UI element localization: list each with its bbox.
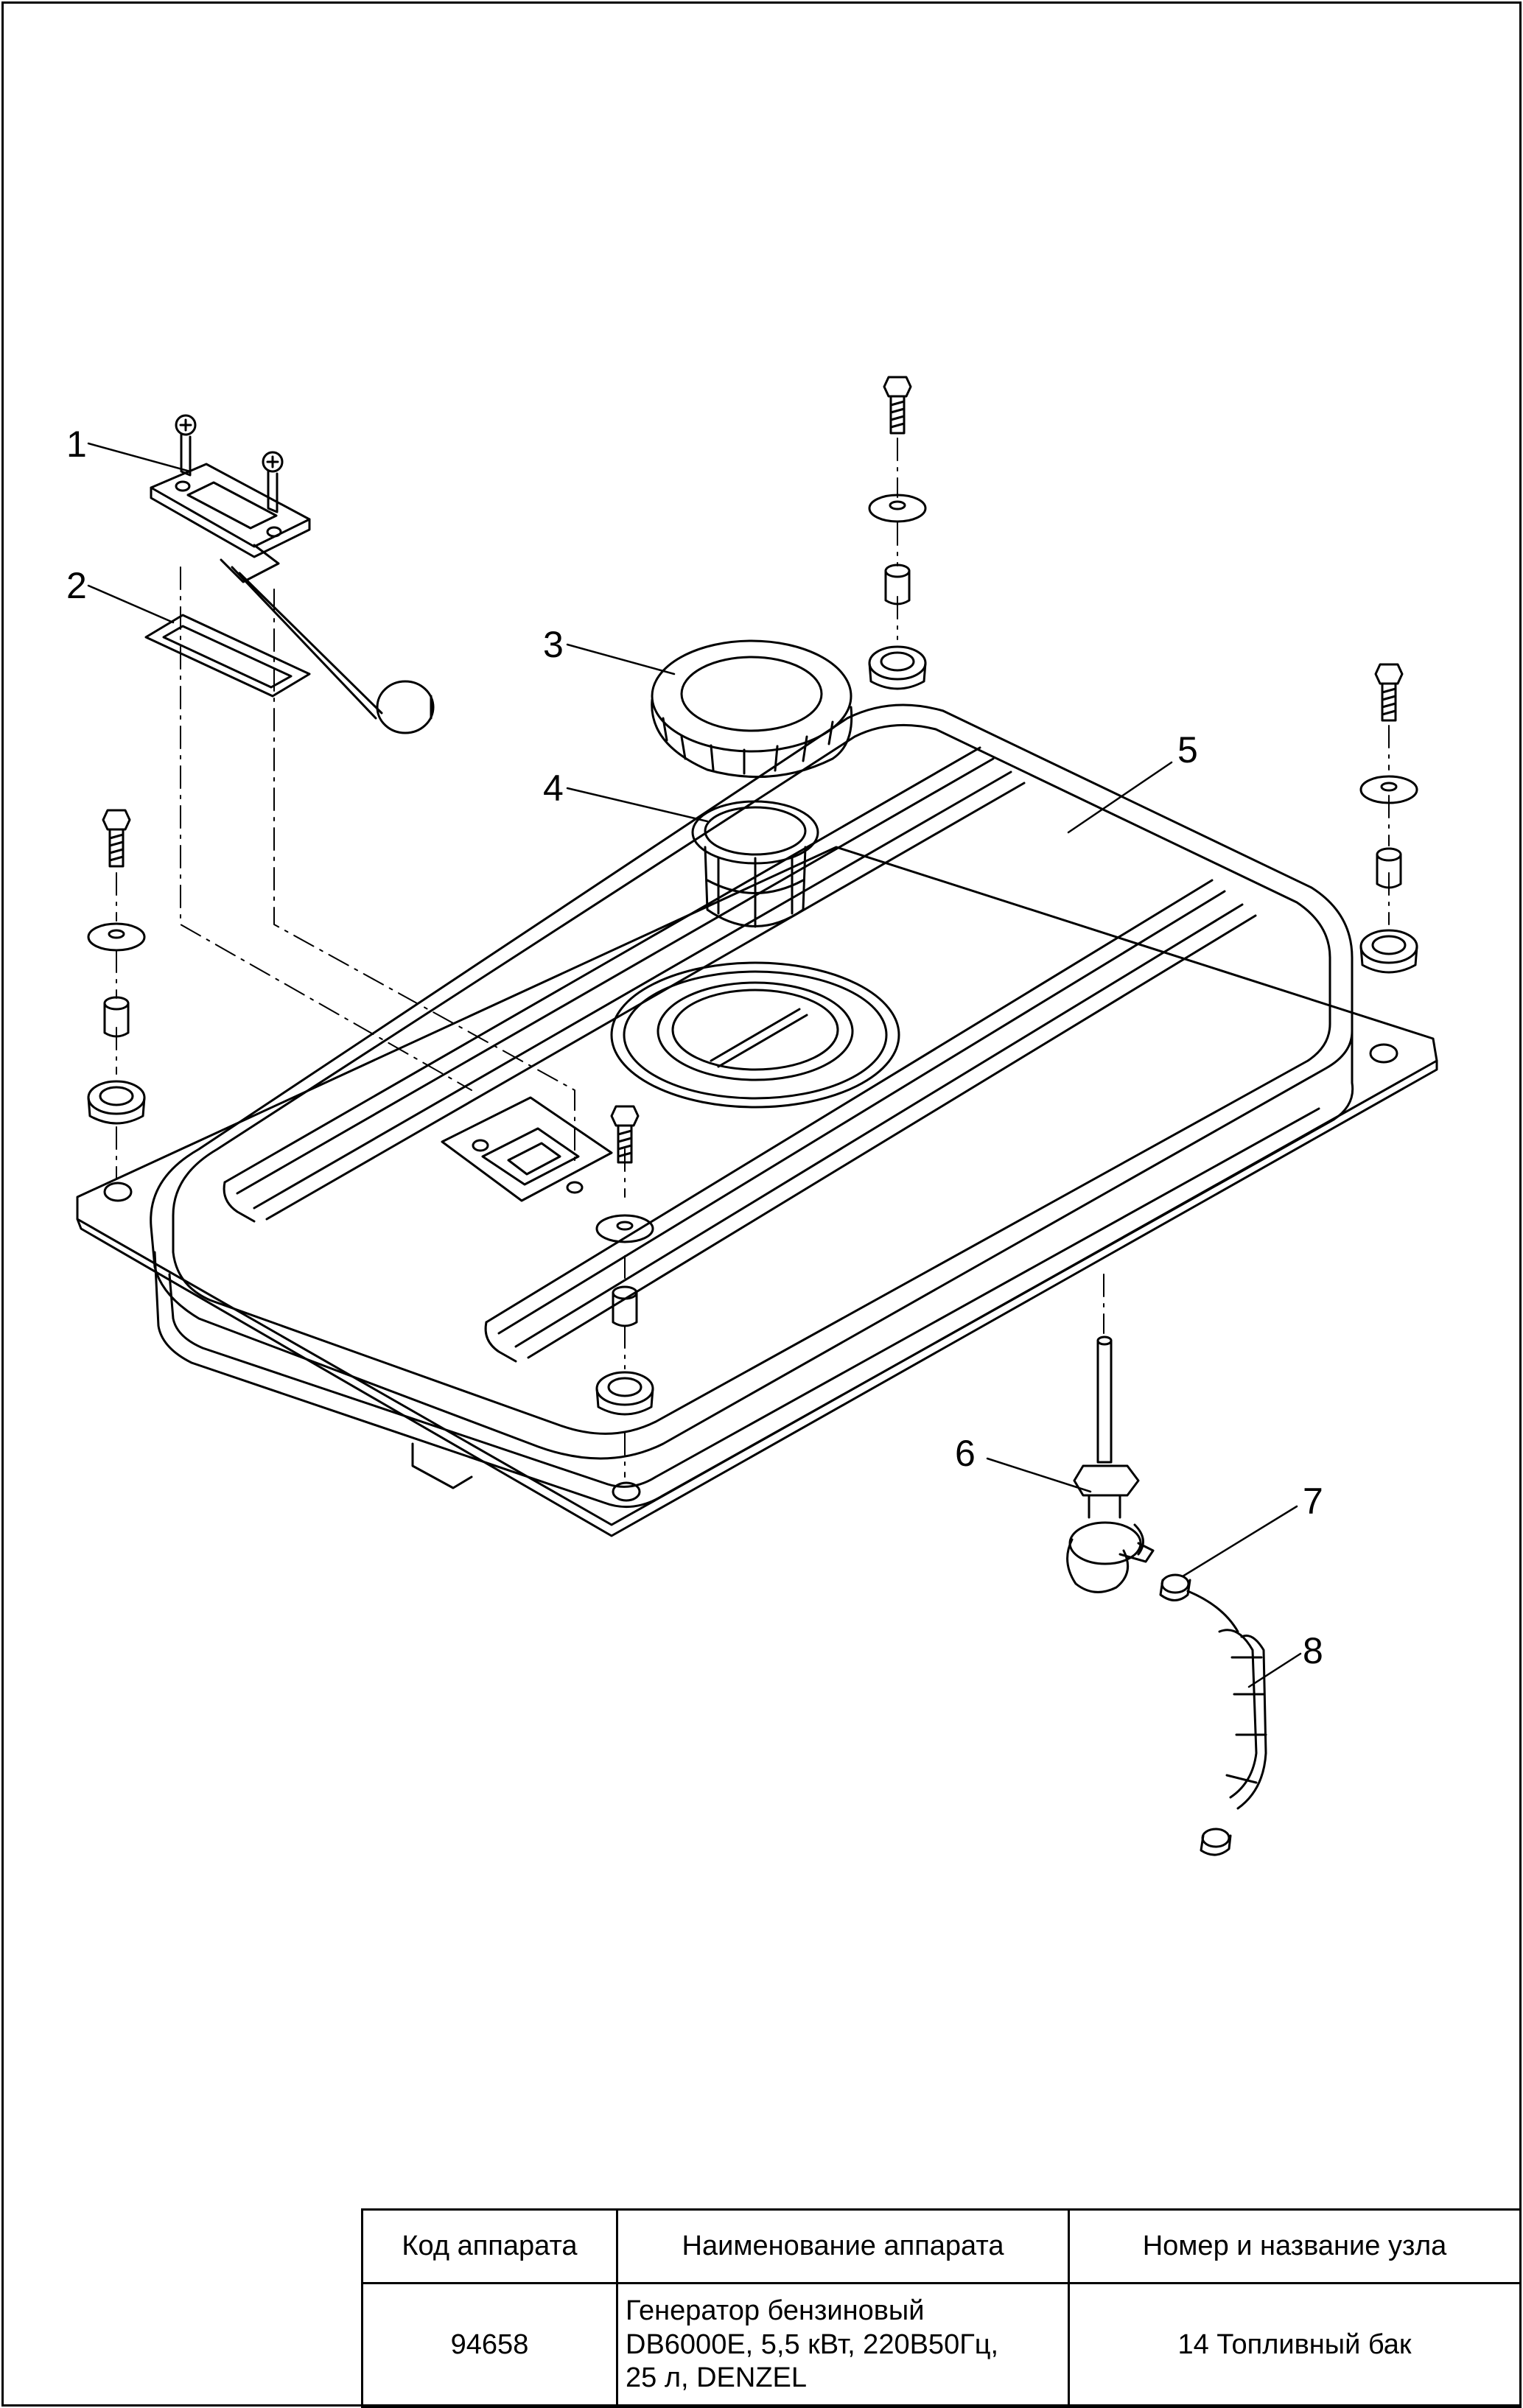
fuel-tank-exploded-view: 1 2 3 4 5 6 7 8: [66, 376, 1438, 1856]
value-code: 94658: [361, 2282, 618, 2408]
callout-4: 4: [543, 768, 564, 809]
value-unit: 14 Топливный бак: [1068, 2282, 1522, 2408]
filler-strainer: [691, 800, 819, 928]
tank-flange: [76, 846, 1438, 1537]
mount-hardware-right-front: [1359, 663, 1418, 974]
callout-labels: 1 2 3 4 5 6 7 8: [66, 424, 1323, 1671]
mount-hardware-right-rear: [868, 376, 927, 690]
mount-hardware-left: [87, 809, 146, 1125]
callout-5: 5: [1177, 729, 1198, 771]
assembly-centerlines: [116, 438, 1390, 1478]
callout-7: 7: [1303, 1481, 1323, 1522]
callout-2: 2: [66, 565, 87, 606]
fuel-gauge: [150, 414, 435, 734]
header-unit: Номер и название узла: [1068, 2208, 1522, 2284]
title-block: Код аппарата Наименование аппарата Номер…: [361, 2208, 1522, 2408]
callout-1: 1: [66, 424, 87, 465]
callout-8: 8: [1303, 1630, 1323, 1671]
callout-6: 6: [955, 1433, 976, 1474]
value-name-line2: DB6000E, 5,5 кВт, 220В50Гц,: [626, 2328, 999, 2360]
hose-clamp: [1159, 1573, 1191, 1601]
filler-cap: [651, 639, 853, 779]
callout-3: 3: [543, 624, 564, 665]
tank-body: [153, 1045, 1354, 1509]
header-code: Код аппарата: [361, 2208, 618, 2284]
fuel-hose: [1186, 1590, 1267, 1856]
value-name-line3: 25 л, DENZEL: [626, 2362, 808, 2394]
header-name: Наименование аппарата: [616, 2208, 1070, 2284]
mount-hardware-center: [595, 1105, 654, 1416]
gauge-mount-plate: [441, 1096, 613, 1202]
value-name: Генератор бензиновый DB6000E, 5,5 кВт, 2…: [616, 2282, 1070, 2408]
filler-neck: [610, 961, 900, 1109]
value-name-line1: Генератор бензиновый: [626, 2295, 925, 2327]
gauge-gasket: [144, 614, 311, 698]
fuel-cock: [1066, 1335, 1155, 1593]
tank-top-shell: [150, 703, 1354, 1460]
leader-lines: [87, 442, 1302, 1688]
